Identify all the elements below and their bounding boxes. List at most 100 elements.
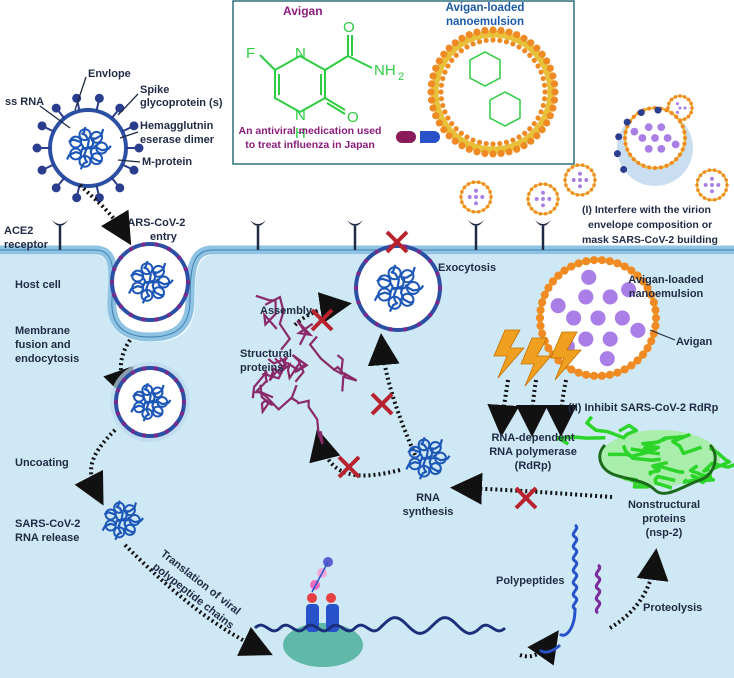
- rna-coil: [400, 292, 415, 307]
- surfactant-head: [513, 31, 521, 39]
- surfactant-head: [555, 202, 559, 206]
- surfactant-head-inner: [440, 75, 446, 82]
- surfactant-head-inner: [490, 141, 496, 147]
- label-mechanism-1: (I) Interfere with the virion: [582, 204, 711, 216]
- surfactant-head-inner: [458, 48, 464, 54]
- avigan-molecule: [621, 282, 637, 298]
- surfactant-head: [471, 209, 476, 214]
- surfactant-head: [550, 96, 559, 104]
- rna-coil: [400, 269, 415, 284]
- surfactant-head: [435, 57, 443, 65]
- surfactant-head: [678, 94, 682, 98]
- surfactant-head: [643, 344, 652, 353]
- avigan-molecule: [578, 289, 594, 305]
- m-protein-dot: [179, 411, 185, 416]
- released-rna: [101, 500, 144, 541]
- surfactant-head-inner: [503, 39, 510, 45]
- avigan-molecule: [474, 201, 478, 206]
- surfactant-head: [643, 283, 652, 292]
- surfactant-head: [427, 96, 436, 104]
- avigan-molecule: [663, 134, 672, 142]
- surfactant-head: [667, 101, 671, 106]
- m-protein-dot: [154, 317, 159, 322]
- label-hemagglutinin: Hemagglutnin: [140, 120, 214, 132]
- surfactant-head: [538, 182, 543, 187]
- avigan-molecule: [550, 298, 566, 314]
- atom-f: F: [246, 45, 255, 62]
- surfactant-head: [597, 256, 607, 265]
- rna-coil: [90, 130, 104, 144]
- surfactant-head: [544, 283, 553, 292]
- avigan-molecule: [651, 134, 659, 142]
- surfactant-head-inner: [510, 41, 516, 47]
- surfactant-head-inner: [476, 139, 483, 145]
- surfactant-head: [724, 188, 728, 192]
- surfactant-head: [465, 31, 473, 39]
- surfactant-head: [440, 126, 448, 134]
- surfactant-head: [543, 211, 548, 216]
- avigan-molecule: [541, 197, 545, 201]
- avigan-molecule: [678, 106, 682, 110]
- rna-coil: [152, 286, 166, 300]
- rna-coil: [95, 141, 109, 155]
- m-protein-dot: [185, 279, 191, 285]
- avigan-molecule: [630, 127, 639, 136]
- surfactant-head: [548, 277, 558, 286]
- surfactant-head: [589, 187, 594, 192]
- surfactant-head: [485, 185, 490, 190]
- inhibit-x-stroke: [370, 392, 394, 416]
- avigan-molecule: [534, 197, 539, 201]
- surfactant-head: [625, 147, 630, 152]
- surfactant-head: [673, 95, 678, 99]
- surfactant-head: [564, 183, 568, 187]
- label-rdrp-line3: (RdRp): [515, 460, 552, 472]
- surfactant-head: [698, 173, 703, 178]
- rna-coil: [429, 441, 442, 454]
- rna-coil: [152, 264, 166, 278]
- spike-glycoprotein: [51, 103, 61, 113]
- surfactant-head-inner: [531, 121, 537, 127]
- rdrp-strand: [653, 474, 676, 490]
- label-ace2: ACE2: [4, 225, 33, 237]
- exocytosis-virion: [353, 244, 443, 332]
- rna-coil: [133, 390, 145, 403]
- surfactant-head: [702, 170, 707, 174]
- arrow-fusion: [103, 338, 134, 402]
- m-protein-dot: [141, 366, 147, 371]
- surfactant-head: [696, 188, 700, 192]
- m-protein-dot: [363, 312, 369, 318]
- surfactant-head-inner: [458, 130, 464, 136]
- label-rdrp-line2: RNA polymerase: [489, 446, 577, 458]
- surfactant-head: [538, 50, 546, 58]
- m-protein-dot: [183, 266, 188, 272]
- surfactant-head: [605, 257, 614, 266]
- surfactant-head-inner: [497, 37, 503, 44]
- surfactant-head: [570, 191, 575, 195]
- avigan-molecule: [578, 331, 594, 347]
- avigan-molecule: [630, 322, 646, 338]
- ace2-receptors: [52, 220, 551, 250]
- surfactant-head-inner: [464, 44, 470, 50]
- m-protein-dot: [115, 388, 121, 393]
- surfactant-head: [489, 26, 497, 34]
- inner-ring-2: [489, 91, 521, 127]
- label-exocytosis: Exocytosis: [438, 262, 496, 274]
- rna-coil: [140, 288, 154, 302]
- surfactant-head: [636, 160, 641, 166]
- surfactant-head: [651, 306, 660, 315]
- surfactant-head-inner: [476, 39, 483, 45]
- surfactant-head-inner: [540, 102, 546, 109]
- spike-glycoprotein: [615, 133, 623, 141]
- surfactant-head: [589, 371, 599, 380]
- surfactant-head-inner: [453, 52, 459, 58]
- surfactant-head-inner: [442, 109, 448, 115]
- endocytosed-virion: [109, 242, 191, 322]
- surfactant-head-inner: [483, 37, 489, 44]
- atom-n-top: N: [295, 45, 306, 62]
- surfactant-head-inner: [516, 44, 522, 50]
- surfactant-head: [529, 187, 534, 192]
- rna-coil: [113, 501, 126, 514]
- rna-coil: [408, 445, 422, 459]
- protein-strand: [251, 356, 287, 399]
- surfactant-head: [721, 192, 726, 197]
